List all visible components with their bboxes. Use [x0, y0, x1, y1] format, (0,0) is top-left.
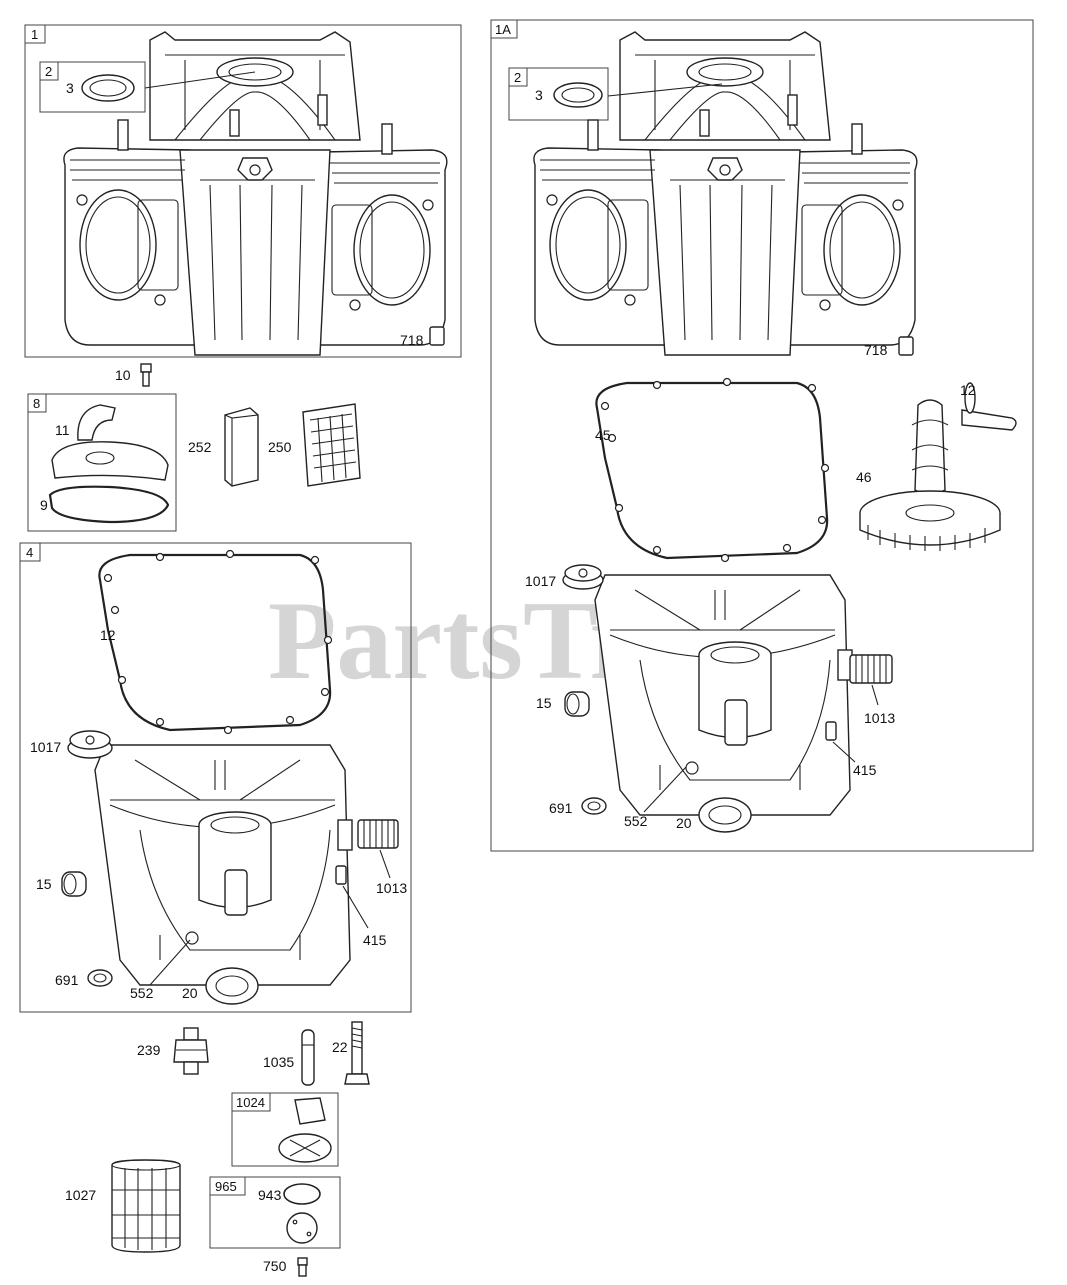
gasket-9 [48, 485, 170, 524]
group-4-tag [19, 542, 41, 562]
gasket-12-right [595, 377, 830, 563]
callout-552-right: 552 [624, 813, 648, 829]
callout-10: 10 [115, 367, 131, 383]
rotor-inner [294, 1097, 326, 1125]
callout-15-left: 15 [36, 876, 52, 892]
screw-750 [297, 1257, 308, 1266]
callout-3-left: 3 [66, 80, 74, 96]
leader-3-left [144, 71, 256, 89]
cover-plate [286, 1212, 318, 1244]
breather-cover [51, 441, 169, 481]
group-8-frame [27, 393, 177, 532]
group-1A-frame [490, 19, 1034, 852]
callout-45: 12 [960, 382, 976, 398]
group-1A-tag [490, 19, 518, 39]
callout-718-right: 718 [864, 342, 888, 358]
callout-20-left: 20 [182, 985, 198, 1001]
callout-12-right: 45 [595, 427, 611, 443]
dowel-718-left [429, 326, 445, 346]
callout-415-right: 415 [853, 762, 877, 778]
plug-691-right [581, 797, 607, 815]
pin-45 [961, 409, 1017, 431]
oil-seal-20-left [205, 967, 259, 1005]
plug-15-right [564, 691, 590, 717]
group-1-frame [24, 24, 462, 358]
oring-943 [283, 1183, 321, 1205]
callout-11: 11 [55, 422, 70, 438]
seal-ring-right [553, 82, 603, 108]
screw-10 [140, 363, 152, 373]
pin-1035 [301, 1029, 315, 1086]
group-8-label: 8 [33, 396, 40, 411]
breather-tube-11 [77, 404, 116, 441]
callout-718-left: 718 [400, 332, 424, 348]
group-2-left-label: 2 [45, 64, 52, 79]
plug-15-left [61, 871, 87, 897]
callout-9: 9 [40, 497, 48, 513]
callout-1027: 1027 [65, 1187, 96, 1203]
callout-1013-left: 1013 [376, 880, 407, 896]
group-1024-tag [231, 1092, 271, 1112]
seal-ring-left [81, 74, 135, 102]
group-965-frame [209, 1176, 341, 1249]
callout-239: 239 [137, 1042, 161, 1058]
callout-415-left: 415 [363, 932, 387, 948]
group-2-left-frame [39, 61, 146, 113]
plug-691-left [87, 969, 113, 987]
fitting-415-right [825, 721, 837, 741]
callout-250: 250 [268, 439, 292, 455]
group-4-frame [19, 542, 412, 1013]
callout-22: 22 [332, 1039, 348, 1055]
callout-1017-left: 1017 [30, 739, 61, 755]
filter-element-252 [224, 407, 259, 487]
leader-3-right [607, 83, 723, 97]
callout-15-right: 15 [536, 695, 552, 711]
callout-691-right: 691 [549, 800, 573, 816]
group-8-tag [27, 393, 47, 413]
callout-691-left: 691 [55, 972, 79, 988]
group-4-label: 4 [26, 545, 33, 560]
callout-46: 46 [856, 469, 872, 485]
group-965-label: 965 [215, 1179, 237, 1194]
callout-552-left: 552 [130, 985, 154, 1001]
group-2-right-label: 2 [514, 70, 521, 85]
oil-seal-20-right [698, 797, 752, 833]
callout-1035: 1035 [263, 1054, 294, 1070]
group-1024-frame [231, 1092, 339, 1167]
cylinder-block-right [533, 31, 918, 356]
group-1024-label: 1024 [236, 1095, 265, 1110]
callout-943: 943 [258, 1187, 282, 1203]
callout-3-right: 3 [535, 87, 543, 103]
group-965-tag [209, 1176, 246, 1196]
callout-252: 252 [188, 439, 212, 455]
callout-12-left: 12 [100, 627, 116, 643]
sump-left [94, 744, 353, 986]
pressure-switch-239 [183, 1027, 199, 1041]
callout-1017-right: 1017 [525, 573, 556, 589]
spring-1013-right [849, 654, 893, 684]
group-2-right-tag [508, 67, 528, 87]
callout-1013-right: 1013 [864, 710, 895, 726]
group-1-tag [24, 24, 46, 44]
group-2-right-frame [508, 67, 609, 121]
dowel-718-right [898, 336, 914, 356]
sump-right [594, 574, 853, 816]
group-2-left-tag [39, 61, 59, 81]
group-1A-label: 1A [495, 22, 511, 37]
fitting-415-left [335, 865, 347, 885]
callout-750: 750 [263, 1258, 287, 1274]
group-1-label: 1 [31, 27, 38, 42]
callout-20-right: 20 [676, 815, 692, 831]
